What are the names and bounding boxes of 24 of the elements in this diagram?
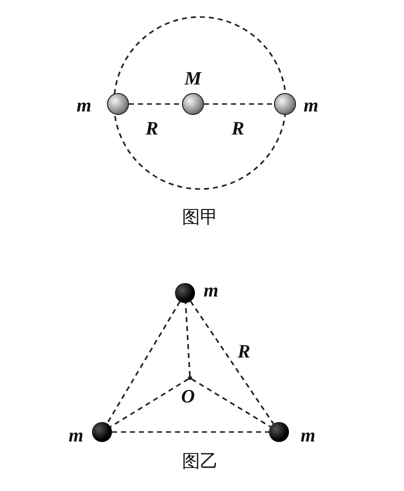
mass-label: m — [68, 426, 84, 446]
center-point — [188, 376, 192, 380]
figure-caption: 图乙 — [182, 453, 218, 471]
mass-label: m — [300, 426, 316, 446]
mass-label: m — [76, 96, 92, 116]
figure-caption: 图甲 — [182, 209, 218, 227]
dashed-line — [129, 103, 182, 105]
dashed-line — [112, 431, 269, 433]
ball — [269, 422, 289, 442]
mass-label: O — [181, 388, 195, 406]
ball — [274, 93, 296, 115]
ball — [92, 422, 112, 442]
dashed-line — [110, 378, 189, 428]
ball — [182, 93, 204, 115]
ball — [107, 93, 129, 115]
dashed-line — [191, 378, 271, 428]
dashed-line — [106, 301, 181, 424]
dashed-line — [190, 300, 274, 424]
mass-label: M — [184, 70, 202, 88]
mass-label: m — [304, 96, 318, 116]
mass-label: m — [204, 282, 218, 300]
dashed-line — [204, 103, 274, 105]
ball — [175, 283, 195, 303]
dashed-line — [184, 302, 191, 376]
